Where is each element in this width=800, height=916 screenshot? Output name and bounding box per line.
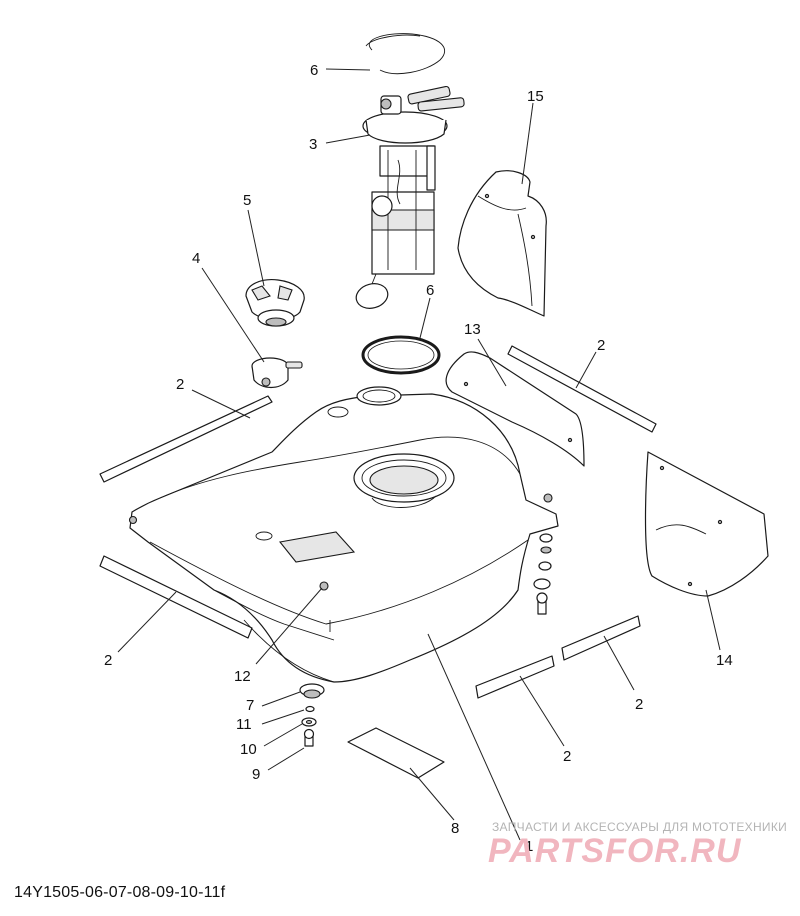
part-foam-strips [99, 345, 657, 699]
leader-lines [117, 68, 721, 841]
callout-2-strip-bottom-middle: 2 [563, 748, 571, 765]
callout-3-pump: 3 [309, 136, 317, 153]
part-heat-shield-middle [445, 351, 585, 467]
callout-12-bushing: 12 [234, 668, 251, 685]
watermark-logo: PARTSFOR.RU [488, 832, 742, 870]
callout-8-pad: 8 [451, 820, 459, 837]
callout-6-ring-top: 6 [310, 62, 318, 79]
callout-10-washer: 10 [240, 741, 257, 758]
part-fuel-cap [245, 279, 305, 327]
callout-9-bolt: 9 [252, 766, 260, 783]
callout-2-strip-top-left: 2 [176, 376, 184, 393]
callout-2-strip-bottom-left: 2 [104, 652, 112, 669]
part-o-ring [361, 335, 441, 375]
callout-7-grommet: 7 [246, 697, 254, 714]
callout-4-adapter: 4 [192, 250, 200, 267]
part-grommet-stack [299, 683, 325, 747]
callout-6-o-ring: 6 [426, 282, 434, 299]
callout-11-spacer: 11 [236, 716, 252, 733]
callout-labels: 6 3 15 5 4 6 13 2 2 2 12 14 7 11 10 9 2 … [104, 62, 733, 855]
part-fuel-pump-module [355, 85, 465, 309]
diagram-caption: 14Y1505-06-07-08-09-10-11f [14, 884, 226, 901]
callout-2-strip-bottom-right: 2 [635, 696, 643, 713]
callout-1-tank: 1 [525, 838, 533, 855]
part-mount-hardware-right [533, 533, 553, 615]
watermark-tagline: ЗАПЧАСТИ И АКСЕССУАРЫ ДЛЯ МОТОТЕХНИКИ [492, 820, 788, 834]
callout-5-cap: 5 [243, 192, 251, 209]
callout-14-shield: 14 [716, 652, 733, 669]
part-pad [347, 727, 445, 779]
callout-15-shield: 15 [527, 88, 544, 105]
part-fuel-tank [128, 386, 559, 683]
callout-13-shield: 13 [464, 321, 481, 338]
part-filler-adapter [251, 357, 303, 389]
callout-2-strip-top-right: 2 [597, 337, 605, 354]
part-heat-shield-lower [644, 451, 769, 597]
part-retaining-ring-top [365, 33, 446, 75]
part-heat-shield-upper [457, 170, 547, 317]
